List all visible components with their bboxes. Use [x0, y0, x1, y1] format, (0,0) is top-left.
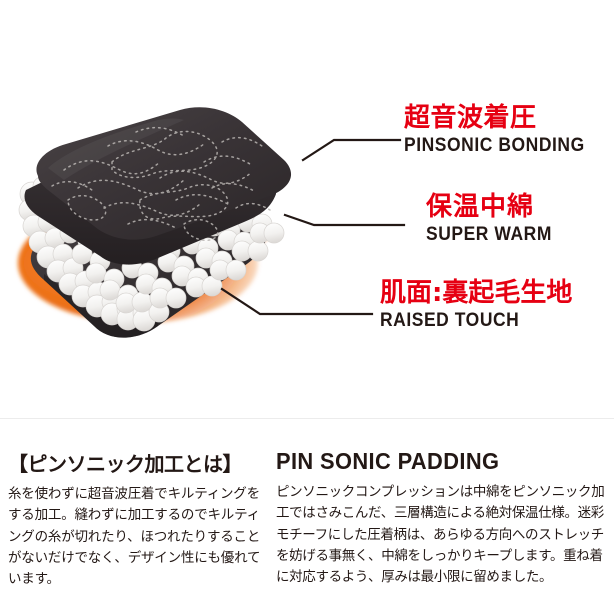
- callout-en-label: SUPER WARM: [426, 224, 552, 246]
- callout-super-warm: 保温中綿 SUPER WARM: [426, 192, 563, 246]
- callout-raised-touch: 肌面:裏起毛生地 RAISED TOUCH: [380, 278, 573, 332]
- description-heading-en: PIN SONIC PADDING: [276, 448, 500, 474]
- pinsonic-dot-pattern: [51, 126, 271, 242]
- callout-pinsonic-bonding: 超音波着圧 PINSONIC BONDING: [404, 103, 600, 157]
- section-divider: [0, 418, 614, 419]
- fabric-cutaway-illustration: [8, 58, 368, 368]
- top-shell-layer: [24, 107, 292, 265]
- callout-jp-label: 肌面:裏起毛生地: [380, 278, 573, 308]
- hero-illustration-panel: 超音波着圧 PINSONIC BONDING 保温中綿 SUPER WARM 肌…: [8, 58, 600, 368]
- callout-en-label: RAISED TOUCH: [380, 310, 520, 332]
- callout-en-label: PINSONIC BONDING: [404, 135, 585, 157]
- description-section: 【ピンソニック加工とは】 糸を使わずに超音波圧着でキルティングをする加工。縫わず…: [0, 430, 614, 614]
- description-body-en: ピンソニックコンプレッションは中綿をピンソニック加工ではさみこんだ、三層構造によ…: [276, 484, 605, 586]
- callout-jp-label: 超音波着圧: [404, 103, 537, 133]
- description-column-right: PIN SONIC PADDING ピンソニックコンプレッションは中綿をピンソニ…: [272, 430, 614, 589]
- callout-jp-label: 保温中綿: [426, 192, 535, 222]
- description-heading-jp: 【ピンソニック加工とは】: [8, 452, 243, 476]
- description-body-jp: 糸を使わずに超音波圧着でキルティングをする加工。縫わずに加工するのでキルティング…: [8, 486, 261, 588]
- description-column-left: 【ピンソニック加工とは】 糸を使わずに超音波圧着でキルティングをする加工。縫わず…: [0, 430, 272, 591]
